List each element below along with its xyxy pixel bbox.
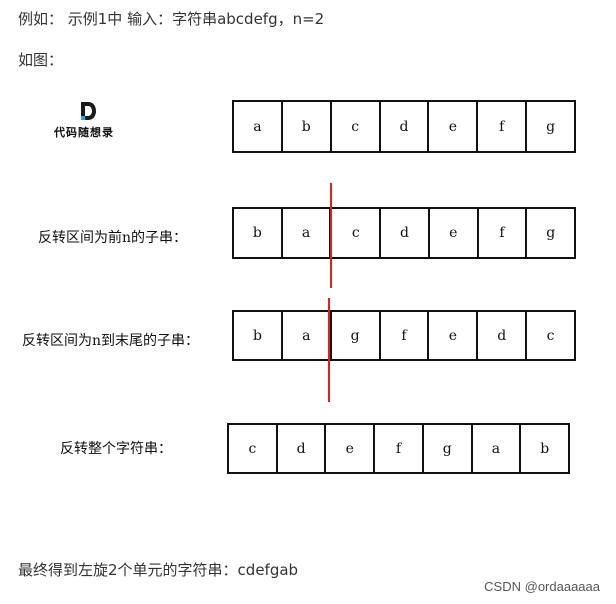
logo-d-icon bbox=[81, 102, 96, 120]
array-cell: b bbox=[540, 440, 550, 457]
array-cell: b bbox=[234, 209, 283, 257]
array-cell: a bbox=[473, 425, 522, 472]
array-cell: e bbox=[326, 425, 376, 472]
array-row-reverse-rest: b a g f e d c bbox=[232, 310, 576, 361]
array-cell: g bbox=[546, 118, 556, 135]
array-cell: e bbox=[430, 209, 479, 257]
array-cell: c bbox=[332, 102, 381, 151]
array-cell: d bbox=[381, 209, 430, 257]
array-cell: g bbox=[546, 225, 556, 241]
array-cell: c bbox=[229, 425, 278, 472]
result-line: 最终得到左旋2个单元的字符串：cdefgab bbox=[18, 561, 299, 579]
array-cell: g bbox=[332, 312, 381, 359]
row-label-reverse-first-n: 反转区间为前n的子串： bbox=[38, 230, 188, 246]
split-divider-line bbox=[330, 183, 332, 288]
array-cell: f bbox=[381, 312, 430, 359]
array-cell: f bbox=[479, 209, 528, 257]
array-cell: f bbox=[375, 425, 424, 472]
array-cell: b bbox=[283, 102, 332, 151]
array-cell: c bbox=[546, 327, 555, 344]
array-row-reverse-first-n: b a c d e f g bbox=[232, 207, 576, 259]
array-cell: f bbox=[478, 102, 528, 151]
array-cell: a bbox=[234, 102, 283, 151]
split-divider-line bbox=[328, 298, 330, 402]
logo: 代码随想录 bbox=[54, 100, 134, 140]
array-cell: d bbox=[478, 312, 528, 359]
row-label-reverse-all: 反转整个字符串： bbox=[60, 441, 172, 457]
array-row-original: a b c d e f g bbox=[232, 100, 576, 153]
logo-text: 代码随想录 bbox=[54, 126, 114, 139]
csdn-watermark: CSDN @ordaaaaaa bbox=[484, 579, 600, 594]
array-row-reverse-all: c d e f g a b bbox=[227, 423, 570, 474]
example-line: 例如： 示例1中 输入：字符串abcdefg，n=2 bbox=[18, 10, 325, 28]
array-cell: c bbox=[332, 209, 382, 257]
array-cell: e bbox=[429, 312, 479, 359]
figure-label: 如图： bbox=[18, 51, 64, 69]
array-cell: d bbox=[278, 425, 327, 472]
array-cell: b bbox=[234, 312, 283, 359]
array-cell: g bbox=[424, 425, 473, 472]
array-cell: a bbox=[283, 209, 333, 257]
array-cell: a bbox=[283, 312, 332, 359]
array-cell: e bbox=[429, 102, 479, 151]
row-label-reverse-rest: 反转区间为n到末尾的子串： bbox=[22, 333, 200, 349]
array-cell: d bbox=[381, 102, 430, 151]
